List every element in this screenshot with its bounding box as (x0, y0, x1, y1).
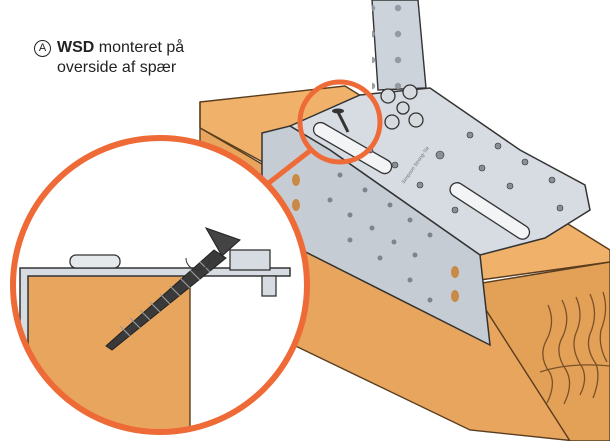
detail-view (10, 135, 310, 435)
bolt-icon (380, 84, 424, 130)
callout-product: WSD (57, 39, 95, 56)
detail-bracket (19, 267, 291, 432)
steel-bracket: Simpson Strong-Tie (261, 87, 591, 347)
detail-screw (105, 227, 241, 351)
callout-marker: A (34, 40, 51, 57)
callout-text-line2: overside af spær (57, 59, 177, 76)
end-grain (539, 291, 610, 405)
callout-text-line1: monteret på (98, 39, 185, 56)
vertical-strap (371, 0, 427, 91)
slot-left (312, 121, 393, 175)
detail-circle-icon (297, 79, 383, 165)
slot-right (449, 182, 531, 240)
rafter-end-face (468, 261, 610, 441)
screw-icon (332, 108, 350, 133)
callout-label: A WSD monteret på overside af spær (34, 38, 264, 78)
flange-holes (292, 172, 459, 303)
